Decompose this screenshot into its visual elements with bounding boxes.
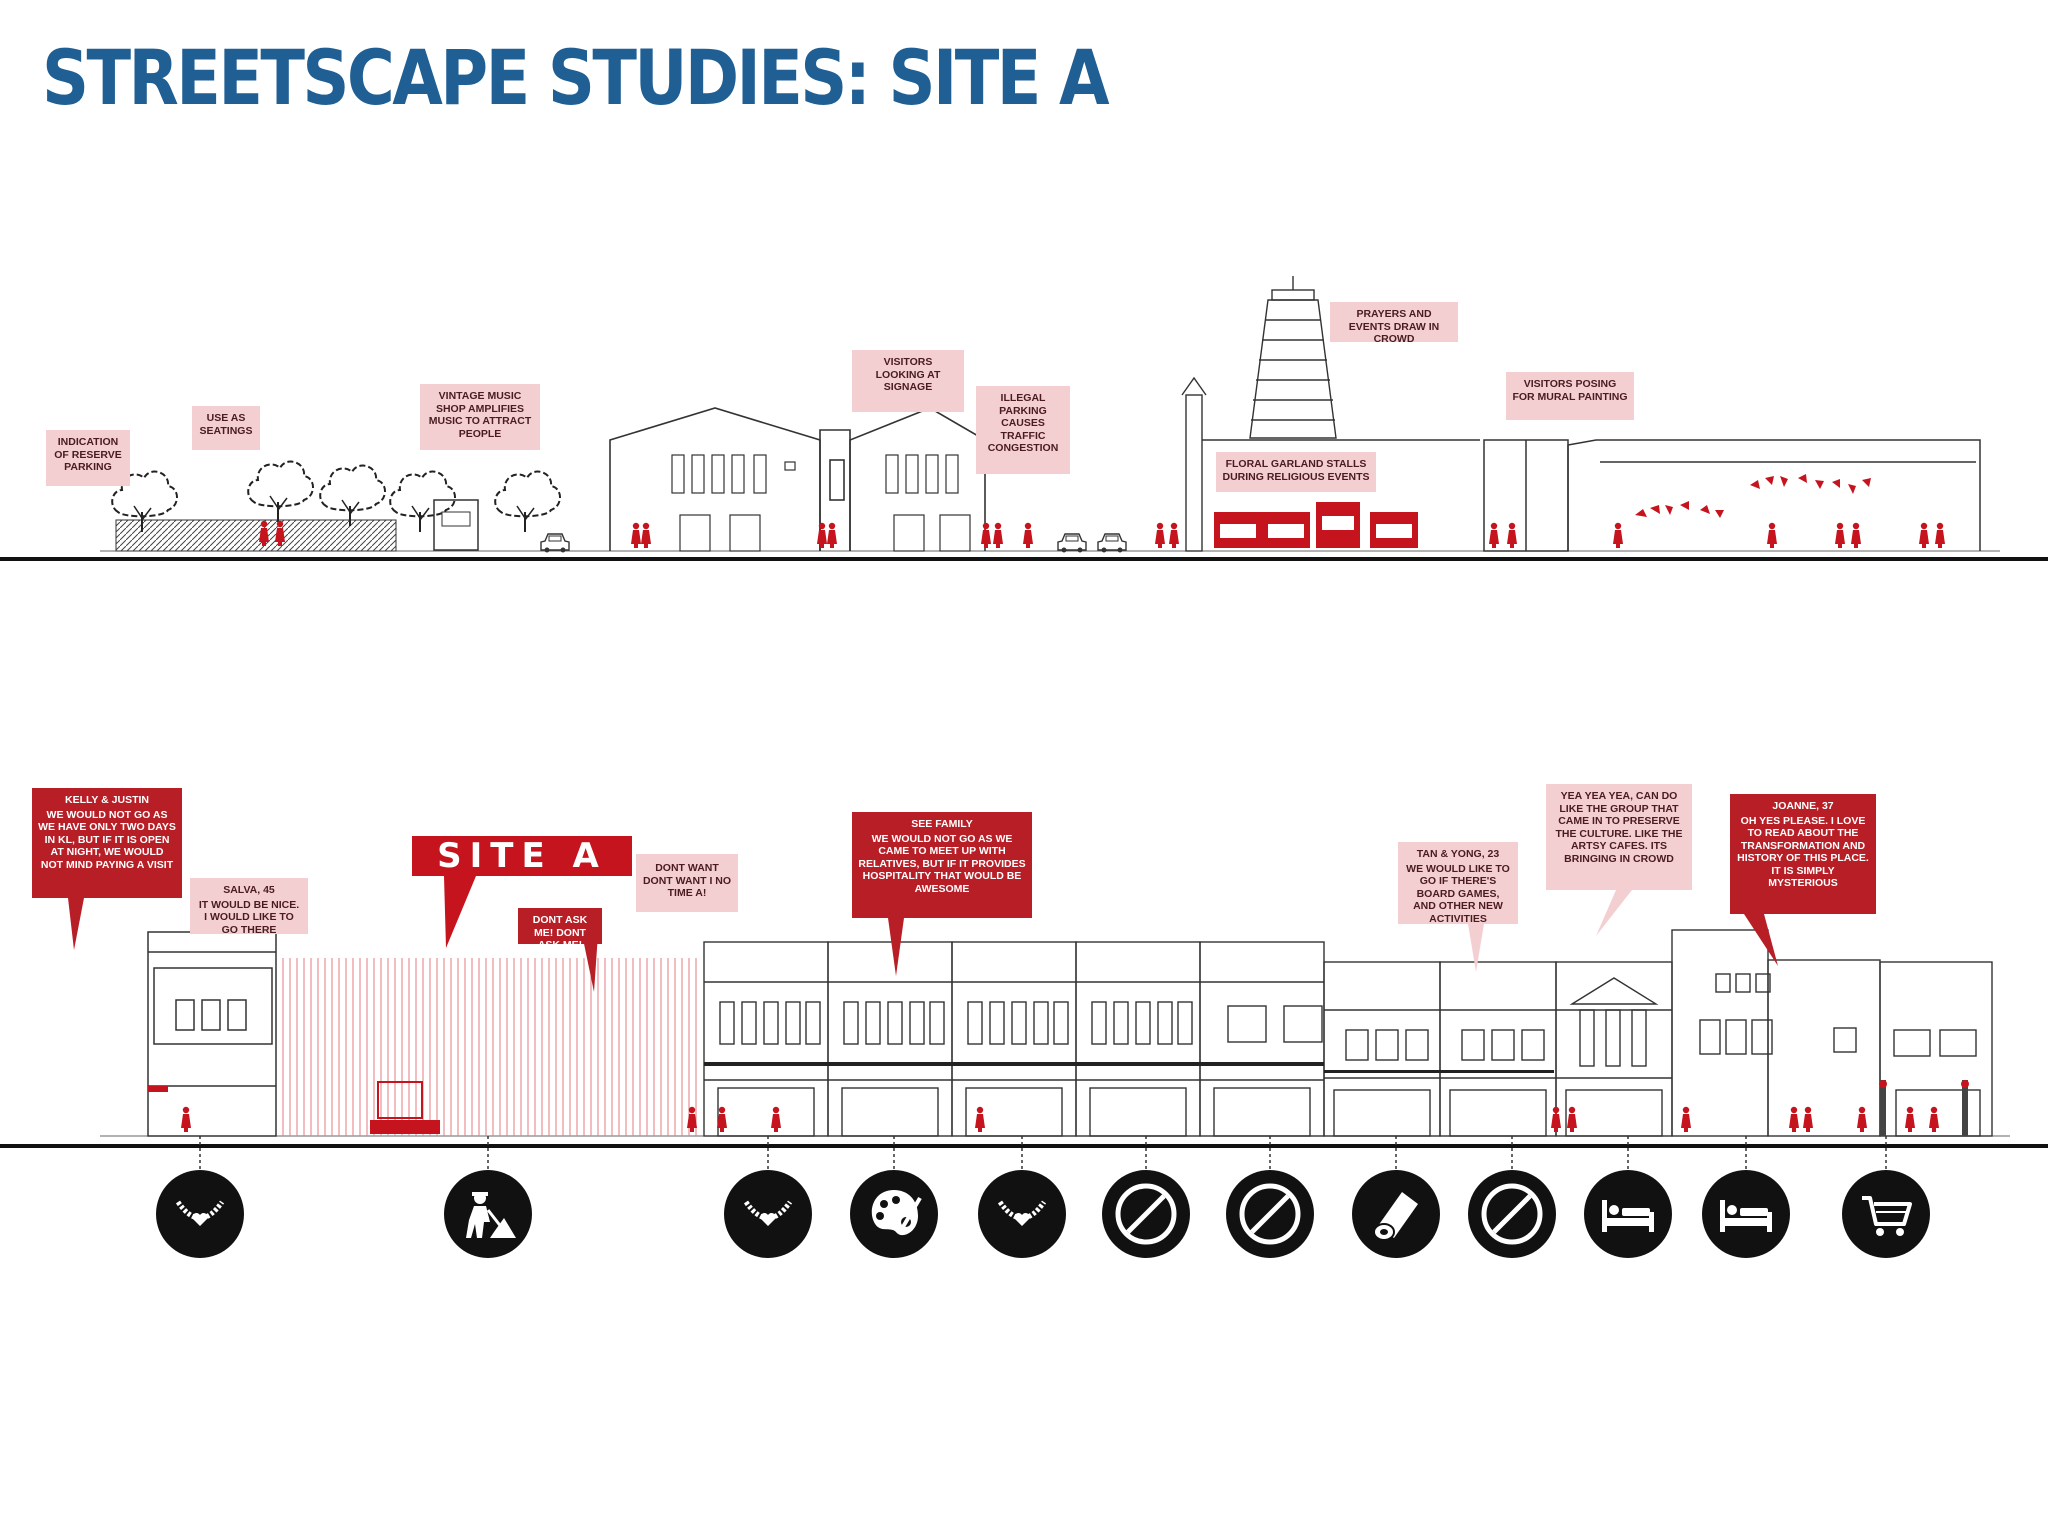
quote-text: OH YES PLEASE. I LOVE TO READ ABOUT THE … <box>1737 814 1869 890</box>
reserve-parking-fence <box>115 519 397 552</box>
note-reserve-parking: INDICATION OF RESERVE PARKING <box>46 430 130 486</box>
prohibited-icon <box>1226 1170 1314 1258</box>
quote-text: IT WOULD BE NICE. I WOULD LIKE TO GO THE… <box>198 898 300 935</box>
bubble-pointers <box>68 876 1778 992</box>
heritage-shophouse-left <box>147 931 277 1137</box>
quote-dont-ask: DONT ASK ME! DONT ASK ME! <box>518 908 602 944</box>
quote-see-family: SEE FAMILY WE WOULD NOT GO AS WE CAME TO… <box>852 812 1032 918</box>
note-illegal-parking: ILLEGAL PARKING CAUSES TRAFFIC CONGESTIO… <box>976 386 1070 474</box>
quote-name: SEE FAMILY <box>911 818 973 830</box>
quote-yea-yea: YEA YEA YEA, CAN DO LIKE THE GROUP THAT … <box>1546 784 1692 890</box>
floral-garland-stalls <box>1214 502 1418 548</box>
icon-connectors <box>199 1136 1887 1170</box>
site-a-label: SITE A <box>412 836 632 876</box>
bed-icon <box>1584 1170 1672 1258</box>
quote-dont-want: DONT WANT DONT WANT I NO TIME A! <box>636 854 738 912</box>
note-vintage-music: VINTAGE MUSIC SHOP AMPLIFIES MUSIC TO AT… <box>420 384 540 450</box>
top-elevation <box>0 276 2048 561</box>
quote-text: WE WOULD NOT GO AS WE CAME TO MEET UP WI… <box>858 832 1026 895</box>
temple-hall <box>1202 439 1981 552</box>
temple-gopuram <box>1181 276 1337 552</box>
site-a-empty-lot <box>280 958 698 1136</box>
note-seatings: USE AS SEATINGS <box>192 406 260 450</box>
quote-name: SALVA, 45 <box>223 884 275 896</box>
note-visitors-signage: VISITORS LOOKING AT SIGNAGE <box>852 350 964 412</box>
mural-painting <box>1635 474 1871 518</box>
quote-tan-yong: TAN & YONG, 23 WE WOULD LIKE TO GO IF TH… <box>1398 842 1518 924</box>
prohibited-icon <box>1102 1170 1190 1258</box>
note-prayers-events: PRAYERS AND EVENTS DRAW IN CROWD <box>1330 302 1458 342</box>
note-floral-garland: FLORAL GARLAND STALLS DURING RELIGIOUS E… <box>1216 452 1376 492</box>
shophouse-row <box>703 929 1993 1137</box>
bottom-elevation <box>0 876 2048 1170</box>
textile-roll-icon <box>1352 1170 1440 1258</box>
jewelry-icon <box>978 1170 1066 1258</box>
quote-kelly-justin: KELLY & JUSTIN WE WOULD NOT GO AS WE HAV… <box>32 788 182 898</box>
bed-icon <box>1702 1170 1790 1258</box>
quote-joanne: JOANNE, 37 OH YES PLEASE. I LOVE TO READ… <box>1730 794 1876 914</box>
quote-text: WE WOULD NOT GO AS WE HAVE ONLY TWO DAYS… <box>38 808 176 871</box>
site-a-signboard <box>377 1081 423 1119</box>
quote-salva: SALVA, 45 IT WOULD BE NICE. I WOULD LIKE… <box>190 878 308 934</box>
art-palette-icon <box>850 1170 938 1258</box>
shopping-cart-icon <box>1842 1170 1930 1258</box>
jewelry-icon <box>724 1170 812 1258</box>
jewelry-icon <box>156 1170 244 1258</box>
warehouse-buildings <box>609 407 986 552</box>
people-top <box>259 520 1945 548</box>
quote-name: TAN & YONG, 23 <box>1416 848 1500 860</box>
quote-name: JOANNE, 37 <box>1772 800 1834 812</box>
note-mural-visitors: VISITORS POSING FOR MURAL PAINTING <box>1506 372 1634 420</box>
prohibited-icon <box>1468 1170 1556 1258</box>
page-title: STREETSCAPE STUDIES: SITE A <box>42 33 1110 122</box>
quote-name: KELLY & JUSTIN <box>64 794 150 806</box>
construction-worker-icon <box>444 1170 532 1258</box>
quote-text: WE WOULD LIKE TO GO IF THERE'S BOARD GAM… <box>1406 862 1510 925</box>
